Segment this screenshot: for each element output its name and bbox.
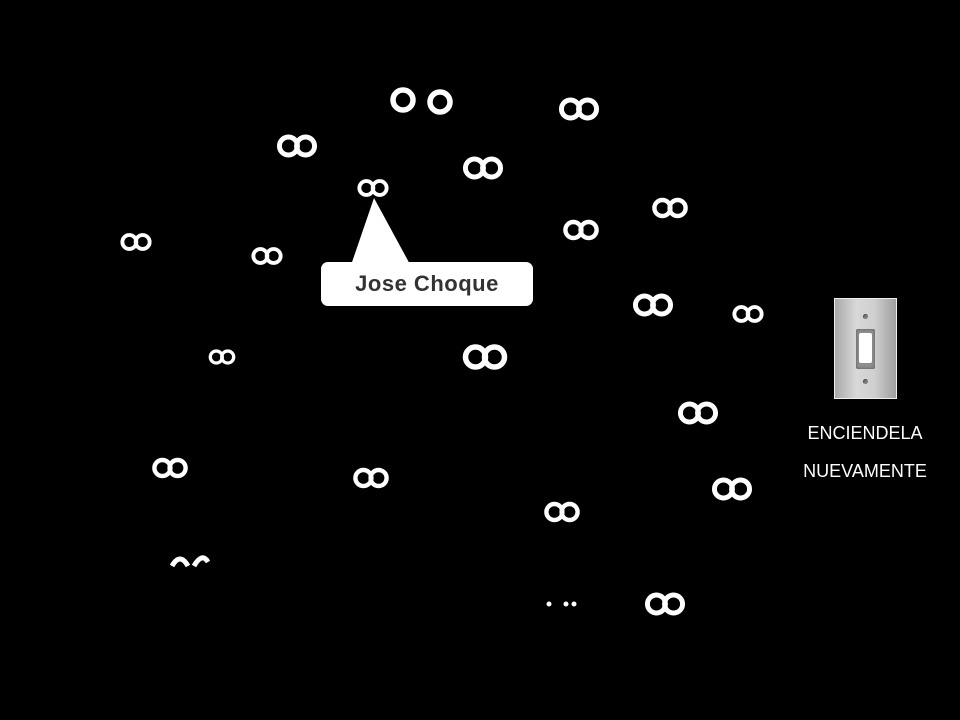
eyes-pair-icon <box>208 349 236 365</box>
switch-toggle[interactable] <box>859 333 872 363</box>
eyes-pair-icon <box>120 233 152 251</box>
callout-name-text: Jose Choque <box>355 271 499 296</box>
eyes-pair-icon <box>544 501 580 523</box>
callout-name-label: Jose Choque <box>321 262 533 306</box>
eyes-pair-icon <box>563 219 599 241</box>
eyes-pair-icon <box>276 134 318 158</box>
screw-icon <box>863 314 868 319</box>
screw-icon <box>863 379 868 384</box>
eyes-pair-icon <box>251 247 283 265</box>
eyes-pair-icon <box>711 477 753 501</box>
eyes-pair-icon <box>462 156 504 180</box>
switch-slot <box>856 329 875 369</box>
eyes-pair-icon <box>353 467 389 489</box>
eyes-pair-icon <box>558 97 600 121</box>
light-switch[interactable] <box>834 298 897 399</box>
eyes-pair-icon <box>632 293 674 317</box>
switch-caption-line-2: NUEVAMENTE <box>803 461 927 481</box>
eyes-pair-icon <box>152 457 188 479</box>
switch-caption-line-1: ENCIENDELA <box>807 423 923 443</box>
eyes-pair-icon <box>732 305 764 323</box>
eyes-pair-icon <box>390 87 453 115</box>
eyes-pair-icon <box>357 179 389 197</box>
eyes-pair-icon <box>677 401 719 425</box>
distant-eyes-icon <box>546 601 577 607</box>
eyes-pair-icon <box>462 344 508 370</box>
eyes-pair-icon <box>644 592 686 616</box>
eyes-pair-icon <box>652 197 688 219</box>
squinting-eyes-icon <box>169 555 211 568</box>
